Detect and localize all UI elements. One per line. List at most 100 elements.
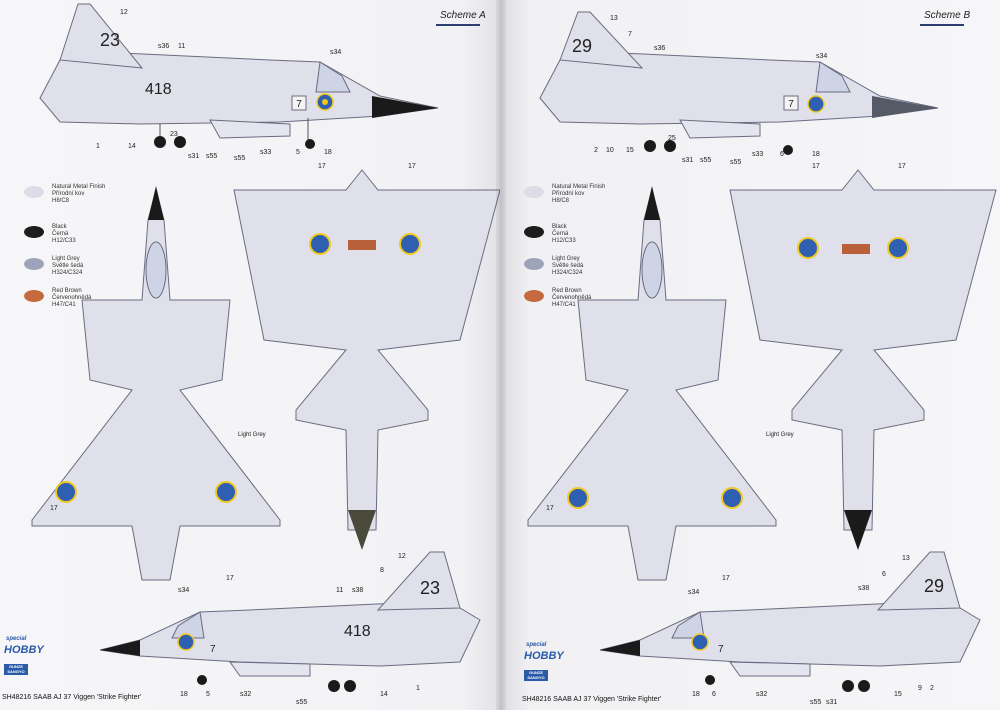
callout: s33 (260, 149, 271, 156)
callout: s55 (296, 699, 307, 706)
callout: 11 (178, 43, 185, 50)
callout: 18 (812, 151, 820, 158)
callout: s55 (730, 159, 741, 166)
scheme-underline (436, 24, 480, 26)
fuselage-code: 418 (344, 623, 371, 640)
callout: 12 (120, 9, 128, 16)
aircraft-side-view-bottom: 7 23 418 12 8 11 s38 s34 18 5 s32 s55 14… (99, 551, 481, 706)
callout: 2 (930, 685, 934, 692)
callout: s31 (826, 699, 837, 706)
hobby-logo: HOBBY (524, 650, 564, 662)
callout: 17 (812, 163, 820, 170)
swatch-light-grey (24, 258, 44, 270)
scheme-title: Scheme A (440, 10, 486, 21)
plan-label: Light Grey (238, 432, 266, 438)
aircraft-top-plan-view: 17 17 (31, 186, 281, 582)
callout: s32 (240, 691, 251, 698)
swatch-red-brown (24, 290, 44, 302)
callout: s31 (188, 153, 199, 160)
callout: 17 (546, 505, 554, 512)
scheme-title: Scheme B (924, 10, 971, 21)
callout: 6 (882, 571, 886, 578)
callout: s34 (178, 587, 189, 594)
fuselage-code: 418 (145, 81, 172, 98)
nose-code: 7 (210, 644, 216, 655)
callout: s55 (234, 155, 245, 162)
callout: 17 (408, 163, 416, 170)
aircraft-side-view-top: 7 29 13 7 s36 s34 2 10 15 25 s31 s55 s55… (539, 11, 939, 166)
callout: 23 (170, 131, 178, 138)
callout: 17 (318, 163, 326, 170)
footer-title: SH48216 SAAB AJ 37 Viggen 'Strike Fighte… (522, 696, 662, 703)
swatch-light-grey (524, 258, 544, 270)
callout: s55 (206, 153, 217, 160)
callout: 25 (668, 135, 676, 142)
callout: s36 (654, 45, 665, 52)
callout: 8 (380, 567, 384, 574)
callout: 5 (296, 149, 300, 156)
tail-code: 23 (420, 578, 440, 598)
swatch-black (524, 226, 544, 238)
callout: s55 (700, 157, 711, 164)
callout: 15 (894, 691, 902, 698)
callout: s34 (688, 589, 699, 596)
callout: 11 (336, 587, 343, 594)
callout: 15 (626, 147, 634, 154)
nose-code: 7 (296, 99, 302, 110)
callout: s33 (752, 151, 763, 158)
callout: 5 (206, 691, 210, 698)
swatch-red-brown (524, 290, 544, 302)
tail-code: 23 (100, 30, 120, 50)
callout: 17 (50, 505, 58, 512)
tail-code: 29 (924, 576, 944, 596)
callout: s38 (858, 585, 869, 592)
scheme-underline (920, 24, 964, 26)
aircraft-bottom-plan-view: 17 17 (233, 163, 500, 550)
callout: 10 (606, 147, 614, 154)
callout: 9 (918, 685, 922, 692)
swatch-black (24, 226, 44, 238)
nose-code: 7 (788, 99, 794, 110)
logo-small: special (526, 642, 547, 648)
callout: 7 (628, 31, 632, 38)
callout: 18 (180, 691, 188, 698)
callout: s38 (352, 587, 363, 594)
callout: s36 (158, 43, 169, 50)
callout: 18 (324, 149, 332, 156)
callout: s34 (816, 53, 827, 60)
logo-small: special (6, 636, 27, 642)
callout: 2 (594, 147, 598, 154)
aircraft-bottom-plan-view: 17 17 (729, 163, 997, 550)
nose-code: 7 (718, 644, 724, 655)
callout: 12 (398, 553, 406, 560)
callout: s55 (810, 699, 821, 706)
swatch-natural-metal (24, 186, 44, 198)
callout: 17 (898, 163, 906, 170)
aircraft-side-view-bottom: 7 29 13 6 s38 s34 18 6 s32 s55 s31 15 9 … (599, 551, 981, 706)
plan-label: Light Grey (766, 432, 794, 438)
hobby-logo: HOBBY (4, 644, 44, 656)
aircraft-side-view-top: 7 23 418 12 s36 11 s34 1 14 23 s31 s55 s… (39, 3, 439, 162)
footer-title: SH48216 SAAB AJ 37 Viggen 'Strike Fighte… (2, 694, 142, 701)
tail-code: 29 (572, 36, 592, 56)
callout: 13 (902, 555, 910, 562)
callout: s32 (756, 691, 767, 698)
callout: s34 (330, 49, 341, 56)
callout: 14 (380, 691, 388, 698)
callout: s31 (682, 157, 693, 164)
swatch-natural-metal (524, 186, 544, 198)
book-spine (496, 0, 506, 710)
callout: 18 (692, 691, 700, 698)
callout: 14 (128, 143, 136, 150)
callout: 1 (96, 143, 100, 150)
